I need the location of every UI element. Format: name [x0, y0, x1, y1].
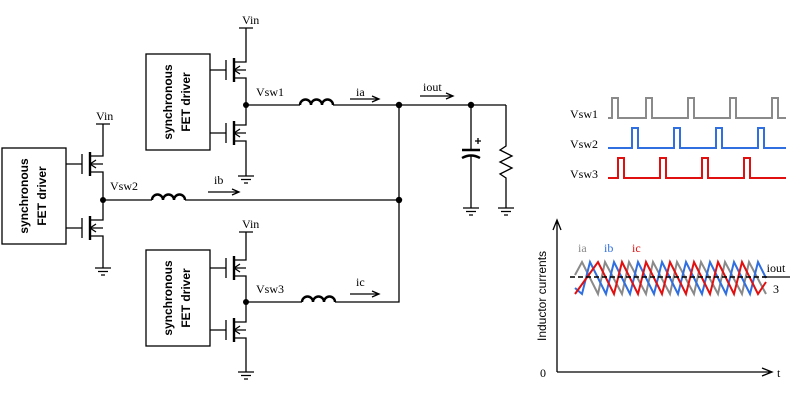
wave-label-vsw1: Vsw1 [570, 107, 598, 121]
x-axis [557, 367, 774, 377]
driver-2: synchronous FET driver [1, 147, 67, 245]
vin-label-3: Vin [242, 217, 259, 231]
driver-1-label-line2: FET driver [179, 72, 193, 132]
vsw1-label: Vsw1 [256, 85, 284, 99]
x-axis-label: t [777, 366, 781, 380]
driver-3-label-line2: FET driver [179, 268, 193, 328]
legend-ia: ia [578, 241, 587, 255]
y-axis-label: Inductor currents [535, 251, 549, 341]
current-ia-label: ia [356, 85, 365, 99]
inductor-a [246, 98, 399, 106]
current-ib-arrow [208, 188, 241, 196]
vin-label-1: Vin [242, 13, 259, 27]
driver-3-label-line1: synchronous [161, 260, 175, 336]
driver-3: synchronous FET driver [145, 249, 211, 347]
current-plot: Inductor currents t 0 ia ib ic iout 3 [535, 218, 790, 380]
avg-denominator: 3 [773, 282, 779, 296]
legend-ib: ib [604, 241, 613, 255]
y-axis [552, 218, 562, 372]
junction-mid [395, 196, 403, 204]
inductor-b [103, 193, 399, 201]
current-ia-arrow [350, 95, 381, 103]
vsw3-label: Vsw3 [256, 282, 284, 296]
driver-1-label-line1: synchronous [161, 64, 175, 140]
driver-2-label-line2: FET driver [35, 166, 49, 226]
wave-label-vsw3: Vsw3 [570, 167, 598, 181]
origin-label: 0 [540, 366, 546, 380]
fet-pair-1 [210, 27, 254, 184]
wave-label-vsw2: Vsw2 [570, 137, 598, 151]
wave-vsw2 [608, 127, 786, 149]
current-ic-arrow [350, 290, 381, 298]
vin-label-2: Vin [96, 109, 113, 123]
avg-numerator: iout [767, 261, 786, 275]
current-ib-label: ib [214, 173, 223, 187]
current-ic-label: ic [356, 275, 365, 289]
fet-pair-2 [66, 123, 111, 276]
driver-2-label-line1: synchronous [17, 158, 31, 234]
driver-1: synchronous FET driver [145, 53, 211, 151]
output-network [399, 101, 514, 216]
wave-vsw1 [608, 97, 786, 119]
legend-ic: ic [632, 241, 641, 255]
trace-ib [574, 259, 767, 297]
switch-waveforms: Vsw1 Vsw2 Vsw3 [570, 97, 786, 181]
inductor-c [246, 105, 400, 303]
fet-pair-3 [210, 231, 254, 380]
wave-vsw3 [608, 157, 786, 179]
current-iout-arrow [420, 92, 455, 100]
trace-ic [574, 259, 767, 297]
vsw2-label: Vsw2 [110, 179, 138, 193]
current-iout-label: iout [423, 80, 442, 94]
